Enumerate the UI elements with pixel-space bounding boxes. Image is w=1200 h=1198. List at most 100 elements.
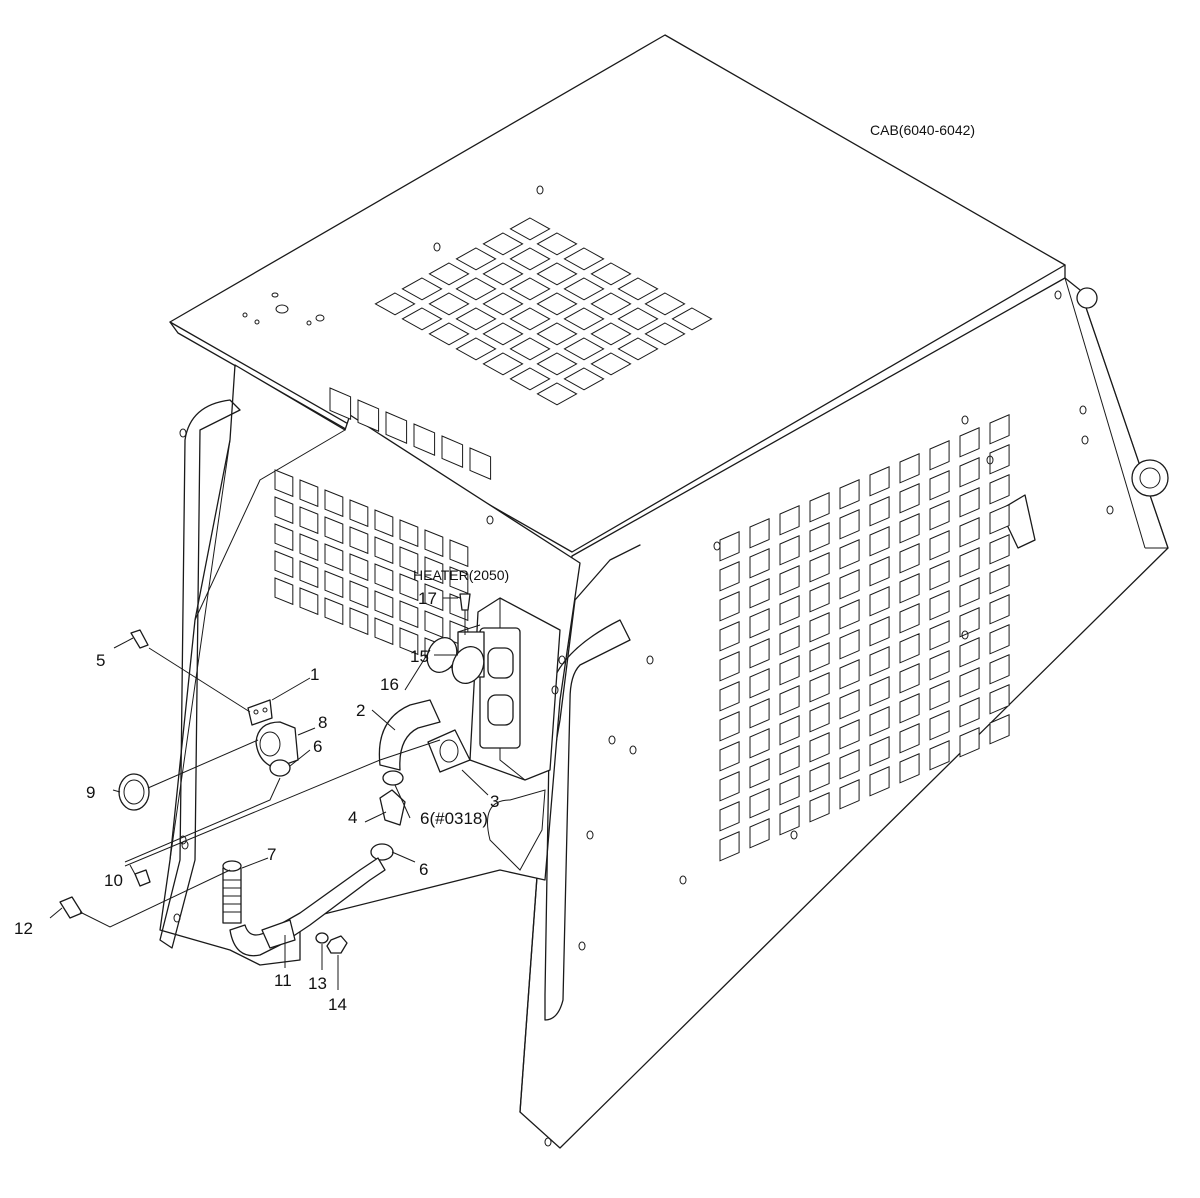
rear-grille-cell (299, 479, 319, 508)
side-grille-cell (869, 585, 890, 617)
rear-grille-cell (299, 587, 319, 616)
roof-vent-grid (374, 217, 713, 406)
side-grille-cell (929, 469, 950, 501)
roof-vents-cell (482, 322, 524, 346)
side-grille-cell (779, 564, 800, 596)
callout-6a: 6 (313, 737, 322, 756)
side-grille-cell (809, 641, 830, 673)
side-grille-cell (719, 740, 740, 772)
rear-grille-cell (424, 583, 444, 612)
roof-vents-cell (563, 367, 605, 391)
side-grille-cell (989, 503, 1010, 535)
roof-vents-cell (482, 232, 524, 256)
side-grille-cell (749, 787, 770, 819)
side-grille-cell (749, 577, 770, 609)
side-grille-cell (719, 620, 740, 652)
rear-grille-cell (324, 516, 344, 545)
side-grille-cell (959, 726, 980, 758)
side-grille-cell (839, 508, 860, 540)
side-grille-cell (929, 709, 950, 741)
roof-vents-cell (536, 232, 578, 256)
roof-vents-cell (509, 307, 551, 331)
duct-8 (255, 721, 299, 769)
roof-vents-cell (590, 292, 632, 316)
roof-vents-cell (401, 277, 443, 301)
roof-slots-cell (469, 447, 492, 480)
side-grille-cell (719, 800, 740, 832)
side-grille-cell (959, 606, 980, 638)
side-grille-cell (779, 594, 800, 626)
screw-10 (134, 869, 151, 887)
side-grille-cell (899, 482, 920, 514)
side-grille-cell (809, 671, 830, 703)
callout-12: 12 (14, 919, 33, 938)
roof-vents-cell (374, 292, 416, 316)
side-grille-cell (899, 722, 920, 754)
roof-vents-cell (563, 337, 605, 361)
vent-9 (118, 773, 150, 811)
side-grille-cell (779, 714, 800, 746)
callout-10: 10 (104, 871, 123, 890)
screw-5 (130, 629, 149, 649)
side-grille-cell (989, 623, 1010, 655)
side-grille-cell (869, 615, 890, 647)
side-grille-cell (809, 791, 830, 823)
bracket-1 (247, 699, 273, 726)
rear-grille-cell (349, 526, 369, 555)
side-grille-cell (989, 713, 1010, 745)
roof-vents-cell (482, 292, 524, 316)
rear-grille-cell (349, 580, 369, 609)
side-grille-cell (959, 486, 980, 518)
rear-grille-cell (274, 550, 294, 579)
roof-vents-cell (644, 322, 686, 346)
roof-vents-cell (536, 352, 578, 376)
side-grille-cell (809, 581, 830, 613)
diagram-title: CAB(6040-6042) (870, 122, 975, 138)
side-grille-cell (899, 602, 920, 634)
roof-vents-cell (536, 262, 578, 286)
side-grille-cell (719, 680, 740, 712)
rear-grille-cell (449, 566, 469, 595)
roof-vents-cell (482, 352, 524, 376)
side-grille-cell (989, 473, 1010, 505)
roof-vents-cell (509, 337, 551, 361)
roof-vents-cell (671, 307, 713, 331)
roof-vents-cell (509, 277, 551, 301)
callout-4: 4 (348, 808, 357, 827)
side-grille-cell (839, 478, 860, 510)
side-grille-cell (749, 667, 770, 699)
rear-grille-cell (399, 627, 419, 656)
side-grille-cell (779, 684, 800, 716)
side-grille-cell (809, 551, 830, 583)
side-grille-cell (899, 572, 920, 604)
callout-6c: 6 (419, 860, 428, 879)
side-grille-cell (899, 692, 920, 724)
side-grille-cell (989, 593, 1010, 625)
rear-grille-cell (274, 577, 294, 606)
roof-vents-cell (563, 307, 605, 331)
roof-vents-cell (428, 322, 470, 346)
nut-14 (326, 935, 348, 954)
roof-vents-cell (590, 262, 632, 286)
side-grille-cell (989, 413, 1010, 445)
side-grille-cell (779, 534, 800, 566)
side-grille-cell (899, 542, 920, 574)
side-grille-cell (869, 765, 890, 797)
roof-vents-cell (428, 292, 470, 316)
pipe-11 (229, 857, 386, 957)
roof-vents-cell (455, 247, 497, 271)
side-grille-cell (929, 649, 950, 681)
rear-grille-cell (299, 506, 319, 535)
rear-grille-cell (274, 496, 294, 525)
side-grille-cell (899, 512, 920, 544)
callout-2: 2 (356, 701, 365, 720)
clamp-6a (269, 759, 291, 777)
side-grille-cell (989, 443, 1010, 475)
side-grille-cell (929, 499, 950, 531)
callout-13: 13 (308, 974, 327, 993)
side-grille-cell (929, 529, 950, 561)
side-grille-cell (839, 598, 860, 630)
rear-grille-cell (449, 539, 469, 568)
roof-vents-cell (482, 262, 524, 286)
